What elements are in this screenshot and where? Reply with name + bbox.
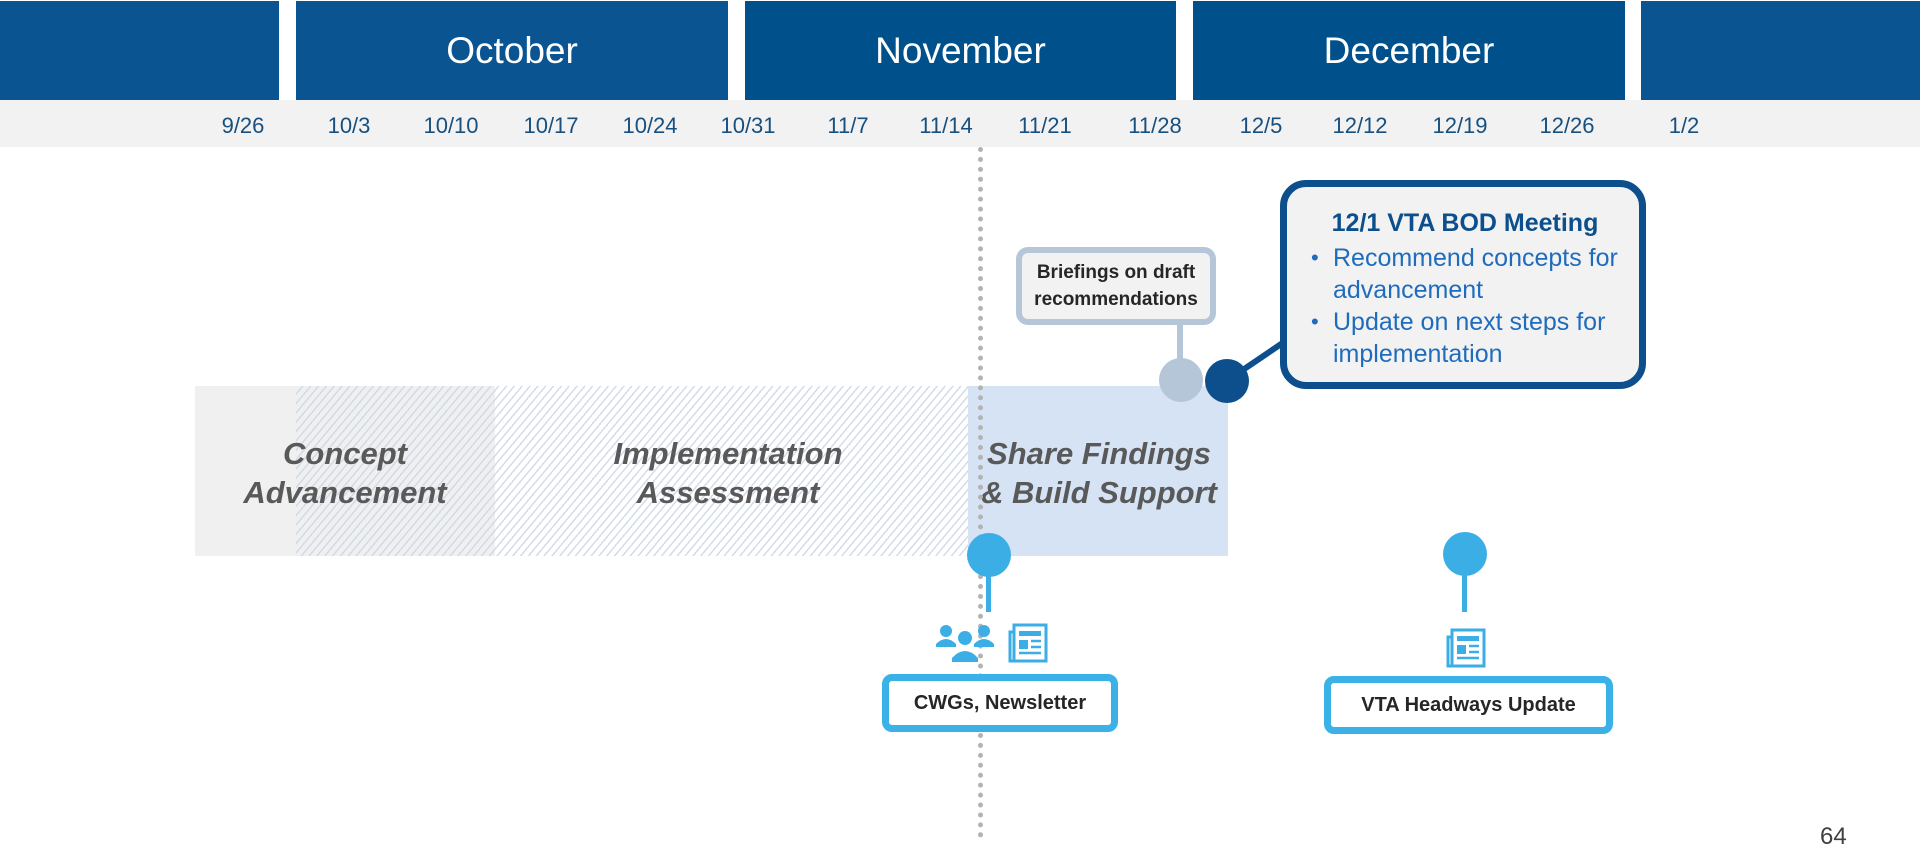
week-date: 10/3 — [327, 113, 371, 138]
month-bar-november: November — [745, 1, 1176, 100]
month-label: November — [875, 29, 1046, 71]
week-date: 1/2 — [1668, 113, 1700, 138]
week-date: 10/24 — [622, 113, 678, 138]
headways-connector — [1462, 570, 1467, 612]
phase-implementation-block — [296, 386, 968, 556]
week-date: 11/14 — [919, 113, 973, 138]
week-date: 10/17 — [523, 113, 579, 138]
cwgs-connector — [986, 570, 991, 612]
headways-update-label: VTA Headways Update — [1361, 693, 1576, 716]
cwgs-newsletter-label: CWGs, Newsletter — [913, 691, 1087, 714]
bod-bullet: Update on next steps for implementation — [1303, 306, 1621, 370]
headways-milestone-dot — [1443, 532, 1487, 576]
month-bar-december: December — [1193, 1, 1625, 100]
briefings-text-line1: Briefings on draft — [1036, 262, 1196, 283]
month-label: October — [446, 29, 578, 71]
month-bar-october: October — [296, 1, 728, 100]
week-date: 11/21 — [1018, 113, 1072, 138]
date-strip — [0, 100, 1920, 147]
people-icon — [936, 625, 994, 662]
month-bar-next — [1641, 1, 1920, 100]
week-date: 11/28 — [1128, 113, 1182, 138]
week-date: 12/19 — [1432, 113, 1488, 138]
week-date: 12/12 — [1332, 113, 1388, 138]
week-date: 12/26 — [1539, 113, 1595, 138]
cwgs-newsletter-box: CWGs, Newsletter — [882, 674, 1118, 732]
month-bar-previous — [0, 1, 279, 100]
briefings-connector — [1177, 325, 1183, 365]
week-date: 10/31 — [720, 113, 776, 138]
phase-share-block — [968, 386, 1228, 556]
week-date: 9/26 — [221, 113, 265, 138]
newsletter-icon — [1008, 623, 1048, 663]
bod-meeting-title: 12/1 VTA BOD Meeting — [1331, 209, 1599, 237]
bod-meeting-callout: 12/1 VTA BOD Meeting Recommend concepts … — [1280, 180, 1646, 389]
briefings-callout: Briefings on draft recommendations — [1016, 247, 1216, 325]
briefings-text-line2: recommendations — [1034, 289, 1198, 310]
week-date: 11/7 — [827, 113, 869, 138]
bod-milestone-dot — [1205, 359, 1249, 403]
cwgs-milestone-dot — [967, 533, 1011, 577]
headways-update-box: VTA Headways Update — [1324, 676, 1613, 734]
briefings-milestone-dot — [1159, 358, 1203, 402]
bod-bullet: Recommend concepts for advancement — [1303, 242, 1621, 306]
phase-share-label: Share Findings& Build Support — [981, 436, 1217, 510]
page-number: 64 — [1820, 823, 1847, 850]
week-date: 10/10 — [423, 113, 479, 138]
month-label: December — [1323, 29, 1495, 71]
week-date: 12/5 — [1239, 113, 1283, 138]
current-date-marker — [978, 147, 983, 838]
bod-meeting-bullets: Recommend concepts for advancement Updat… — [1303, 242, 1621, 370]
newsletter-icon — [1446, 628, 1486, 668]
